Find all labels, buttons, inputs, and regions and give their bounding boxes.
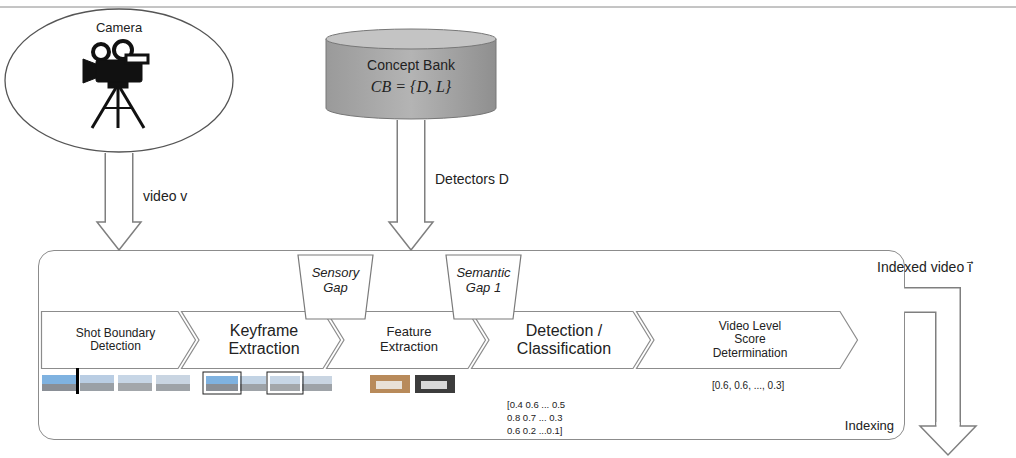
top-rule (0, 7, 1016, 8)
node-text: Keyframe Extraction (207, 322, 321, 358)
database-cylinder: Concept Bank CB = {D, L} (325, 28, 497, 120)
node-text: Semantic Gap 1 (451, 266, 516, 295)
node-text: Sensory Gap (305, 266, 366, 295)
edge-label: video v (143, 188, 187, 204)
score-values: [0.4 0.6 ... 0.5 (507, 399, 565, 410)
text-holder: Detection / Classification (471, 311, 651, 369)
gap-trapezoid: Sensory Gap (297, 254, 374, 320)
shape-outline (325, 28, 497, 120)
output-arrow (904, 300, 976, 455)
text-holder: Sensory Gap (297, 254, 374, 320)
node-text: CB = {D, L} (371, 78, 452, 96)
node-text: Shot Boundary Detection (75, 327, 156, 354)
node-text: Indexing (845, 419, 894, 434)
node-text: Video Level Score Determination (712, 320, 788, 360)
process-chevron: Shot Boundary Detection (41, 311, 196, 369)
text-holder: Concept Bank CB = {D, L} (325, 28, 497, 120)
gap-trapezoid: Semantic Gap 1 (445, 254, 522, 320)
text-holder: Shot Boundary Detection (41, 311, 196, 369)
node-text: Camera (96, 21, 142, 36)
process-chevron: Keyframe Extraction (181, 311, 341, 369)
text-holder: Video Level Score Determination (636, 311, 858, 369)
source-ellipse: Camera (4, 8, 234, 153)
group-box: Indexing Sensory Gap Semantic Gap 1 Shot Bo… (38, 250, 905, 440)
block-arrow (389, 120, 433, 250)
process-chevron: Video Level Score Determination (636, 311, 858, 369)
shot-thumbnails (42, 368, 190, 394)
text-holder: Semantic Gap 1 (445, 254, 522, 320)
output-label: Indexed video i⃗ (877, 259, 972, 275)
node-text: Concept Bank (367, 58, 455, 74)
keyframe-thumbnails (203, 372, 332, 394)
node-text: Feature Extraction (366, 325, 452, 354)
score-values: 0.8 0.7 ... 0.3 (507, 412, 562, 423)
text-holder: Keyframe Extraction (181, 311, 341, 369)
process-chevron: Detection / Classification (471, 311, 651, 369)
node-text: Detection / Classification (495, 322, 633, 358)
edge-label: Detectors D (435, 171, 509, 187)
block-arrow (97, 153, 141, 250)
text-holder: Feature Extraction (326, 311, 486, 369)
process-chevron: Feature Extraction (326, 311, 486, 369)
feature-thumbnails (370, 375, 455, 393)
text-holder: Camera (4, 8, 234, 153)
score-values: [0.6, 0.6, ..., 0.3] (712, 380, 784, 391)
score-values: 0.6 0.2 ...0.1] (507, 425, 562, 436)
